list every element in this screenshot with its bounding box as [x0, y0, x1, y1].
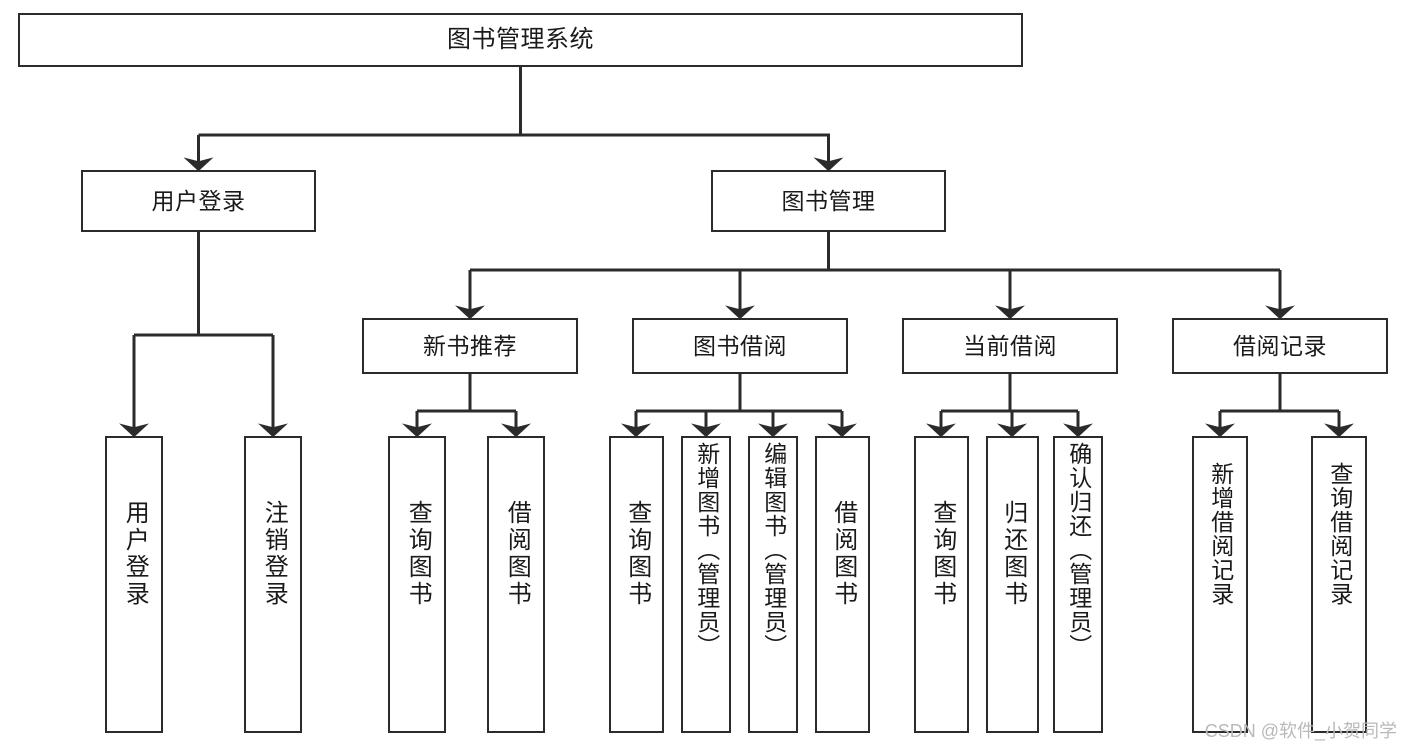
- leaf-query-borrow-record-label: 查询借阅记录: [1326, 462, 1353, 606]
- leaf-add-book-admin-label: 新增图书（管理员）: [693, 442, 720, 658]
- leaf-borrow-books-recommend-label: 借阅图书: [503, 500, 531, 608]
- node-borrow-records[interactable]: 借阅记录: [1172, 318, 1388, 374]
- node-user-login-label: 用户登录: [151, 187, 246, 214]
- leaf-query-books-recommend[interactable]: 查询图书: [388, 436, 446, 733]
- leaf-add-book-admin[interactable]: 新增图书（管理员）: [681, 436, 731, 733]
- node-root-label: 图书管理系统: [447, 26, 594, 54]
- leaf-query-books-current[interactable]: 查询图书: [914, 436, 969, 733]
- leaf-add-borrow-record-label: 新增借阅记录: [1207, 462, 1234, 606]
- node-root[interactable]: 图书管理系统: [18, 13, 1023, 67]
- leaf-confirm-return-admin[interactable]: 确认归还（管理员）: [1053, 436, 1103, 733]
- node-new-book-recommendation-label: 新书推荐: [423, 332, 517, 359]
- leaf-user-login[interactable]: 用户登录: [105, 436, 163, 733]
- leaf-query-books-recommend-label: 查询图书: [404, 500, 432, 608]
- csdn-watermark: CSDN @软件_小贺同学: [1204, 721, 1397, 741]
- node-borrow-records-label: 借阅记录: [1233, 332, 1327, 359]
- node-book-borrowing[interactable]: 图书借阅: [632, 318, 848, 374]
- leaf-query-books-current-label: 查询图书: [928, 500, 956, 608]
- node-book-management[interactable]: 图书管理: [711, 170, 946, 232]
- leaf-return-books-label: 归还图书: [999, 500, 1027, 608]
- leaf-borrow-books[interactable]: 借阅图书: [815, 436, 870, 733]
- node-book-borrowing-label: 图书借阅: [693, 332, 787, 359]
- leaf-borrow-books-label: 借阅图书: [829, 500, 857, 608]
- node-book-management-label: 图书管理: [781, 187, 876, 214]
- leaf-user-login-label: 用户登录: [121, 500, 149, 608]
- leaf-edit-book-admin-label: 编辑图书（管理员）: [760, 442, 787, 658]
- leaf-logout-label: 注销登录: [260, 500, 288, 608]
- node-current-borrowing[interactable]: 当前借阅: [902, 318, 1118, 374]
- leaf-add-borrow-record[interactable]: 新增借阅记录: [1192, 436, 1248, 733]
- leaf-query-books-borrow[interactable]: 查询图书: [609, 436, 664, 733]
- leaf-confirm-return-admin-label: 确认归还（管理员）: [1065, 442, 1092, 658]
- leaf-query-borrow-record[interactable]: 查询借阅记录: [1311, 436, 1367, 733]
- leaf-return-books[interactable]: 归还图书: [986, 436, 1039, 733]
- leaf-borrow-books-recommend[interactable]: 借阅图书: [487, 436, 545, 733]
- leaf-logout[interactable]: 注销登录: [244, 436, 302, 733]
- leaf-query-books-borrow-label: 查询图书: [623, 500, 651, 608]
- node-new-book-recommendation[interactable]: 新书推荐: [362, 318, 578, 374]
- node-current-borrowing-label: 当前借阅: [963, 332, 1057, 359]
- leaf-edit-book-admin[interactable]: 编辑图书（管理员）: [748, 436, 798, 733]
- node-user-login[interactable]: 用户登录: [81, 170, 316, 232]
